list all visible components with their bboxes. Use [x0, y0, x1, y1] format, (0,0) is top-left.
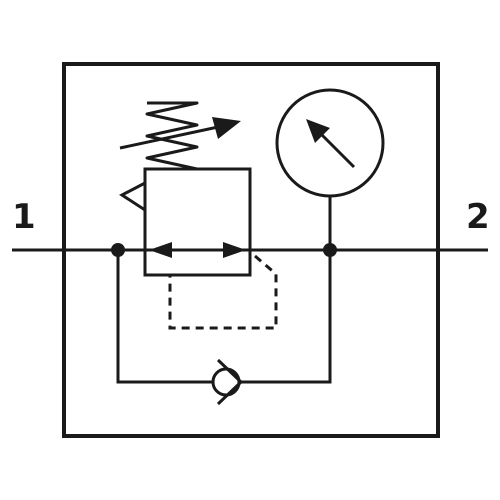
spring-adjust-arrowhead: [212, 117, 241, 139]
adjustable-spring-icon: [145, 101, 199, 171]
regulator-left-arrowhead: [149, 242, 172, 258]
port-2-label: 2: [466, 197, 490, 237]
regulator-pilot-triangle: [119, 181, 146, 212]
check-valve-ball: [211, 367, 241, 397]
pressure-feedback-dashed-line: [168, 254, 278, 330]
regulator-right-arrowhead: [223, 242, 246, 258]
spring-adjust-arrow-shaft: [119, 125, 219, 150]
gauge-needle-arrowhead: [306, 119, 330, 143]
gauge-needle-shaft: [316, 129, 356, 169]
regulator-valve-box: [143, 167, 252, 277]
check-valve-seat: [216, 358, 244, 406]
port-1-label: 1: [12, 197, 36, 237]
